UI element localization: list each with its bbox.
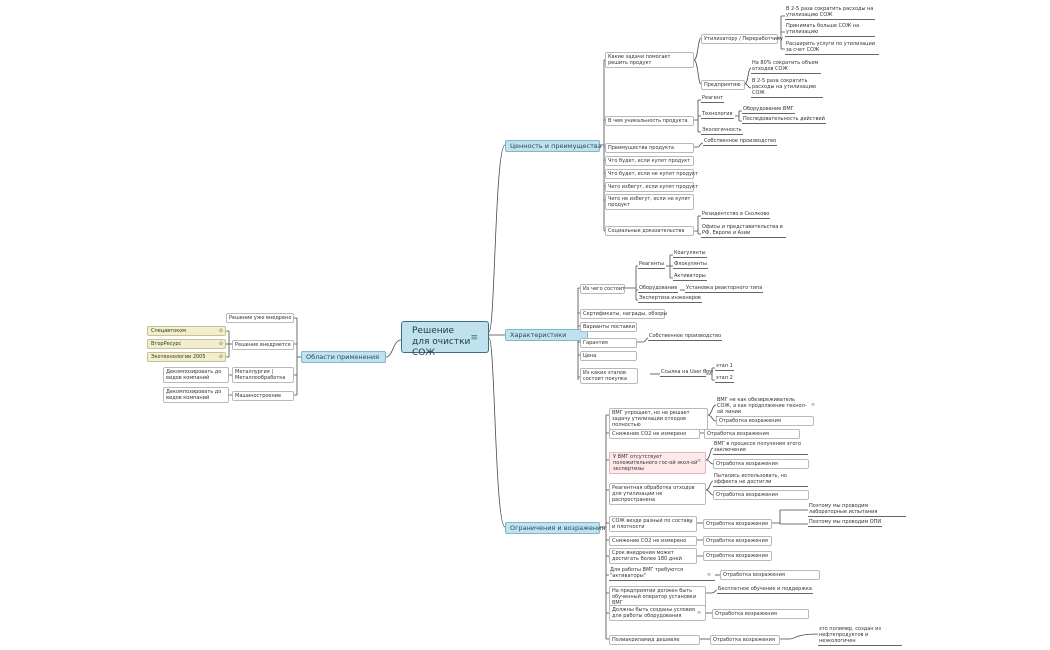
topic-avoid-if-buy[interactable]: Чего избегут, если купят продукт: [605, 182, 698, 192]
limit-6[interactable]: Снижение CO2 не измерено: [609, 536, 697, 546]
objection-5[interactable]: Отработка возражения: [703, 519, 772, 529]
topic-not-avoid[interactable]: Чего не избегут, если не купят продукт: [605, 194, 694, 210]
objection-4[interactable]: Отработка возражения: [713, 490, 809, 500]
topic-warranty[interactable]: Гарантия: [580, 338, 637, 348]
topic-if-not-buy[interactable]: Что будет, если не купят продукт: [605, 169, 698, 179]
objection-10[interactable]: Отработка возражения: [712, 609, 809, 619]
topic-metallurgy[interactable]: Металлургия | Металлообработка: [232, 367, 294, 383]
company-spetsavtokom[interactable]: Спецавтоком ⊘: [147, 326, 226, 336]
company-label: Спецавтоком: [151, 328, 187, 334]
note-icon[interactable]: ≡: [697, 610, 702, 616]
topic-implemented[interactable]: Решение уже внедрено: [226, 313, 294, 323]
topic-uniqueness[interactable]: В чем уникальность продукта: [605, 116, 694, 126]
topic-coagulants[interactable]: Коагулянты: [673, 250, 707, 258]
topic-enterprise-1[interactable]: На 80% сократить объем отходов СОЖ: [751, 60, 821, 74]
topic-equipment-vmg[interactable]: Оборудование ВМГ: [742, 106, 795, 114]
limit-7[interactable]: Срок внедрения может достигать более 180…: [609, 548, 697, 564]
topic-utilizer-2[interactable]: Принимать больше СОЖ на утилизацию: [785, 23, 875, 37]
limit-9-answer[interactable]: Бесплатное обучение и поддержка: [717, 586, 813, 594]
branch-applications[interactable]: Области применения: [301, 351, 386, 363]
link-icon[interactable]: ⊘: [218, 354, 223, 360]
limit-8[interactable]: Для работы ВМГ требуются "активаторы": [609, 567, 715, 581]
limit-4[interactable]: Реагентная обработка отходов для утилиза…: [609, 483, 706, 505]
limit-3[interactable]: У ВМГ отсутствует положительного гос-ой …: [609, 452, 706, 474]
topic-reactor[interactable]: Установка реакторного типа: [685, 285, 764, 293]
topic-utilizer-1[interactable]: В 2-5 раза сократить расходы на утилизац…: [785, 6, 875, 20]
topic-machine-building[interactable]: Машиностроение: [232, 391, 294, 401]
company-vtorresurs[interactable]: ВторРесурс ⊘: [147, 339, 226, 349]
central-topic[interactable]: Решение для очистки СОЖ ≡: [401, 321, 489, 358]
topic-advantages[interactable]: Преимущества продукта: [605, 143, 694, 153]
objection-11[interactable]: Отработка возражения: [710, 635, 780, 645]
link-icon[interactable]: ⊘: [218, 341, 223, 347]
note-icon[interactable]: ≡: [697, 458, 702, 464]
topic-skolkovo[interactable]: Резидентство в Сколково: [701, 211, 771, 219]
note-icon[interactable]: ≡: [689, 519, 694, 525]
topic-composition[interactable]: Из чего состоит: [580, 284, 625, 294]
topic-enterprise-2[interactable]: В 2-5 раза сократить расходы на утилизац…: [751, 78, 823, 98]
limit-5-answer-2[interactable]: Поэтому мы проводим ОПИ: [808, 519, 883, 527]
topic-delivery[interactable]: Варианты поставки: [580, 322, 637, 332]
limit-4-answer[interactable]: Пытались использовать, но эффекта не дос…: [713, 473, 808, 487]
limit-11-answer[interactable]: это полимер, создан из нефтепродуктов и …: [818, 626, 902, 646]
topic-purchase-stages[interactable]: Из каких этапов состоит покупка: [580, 368, 638, 384]
branch-limitations[interactable]: Ограничения и возражения: [505, 522, 605, 534]
note-icon[interactable]: ≡: [811, 402, 816, 408]
branch-characteristics[interactable]: Характеристики: [505, 329, 588, 341]
link-icon[interactable]: ⊘: [702, 369, 707, 375]
company-label: Экотехнологии 2005: [151, 354, 206, 360]
limit-5[interactable]: СОЖ везде разный по составу и плотности: [609, 516, 697, 532]
topic-utilizer[interactable]: Утилизатору / Переработчику: [701, 34, 783, 44]
objection-6[interactable]: Отработка возражения: [703, 536, 772, 546]
topic-certificates[interactable]: Сертификаты, награды, обзоры: [580, 309, 667, 319]
company-label: ВторРесурс: [151, 341, 182, 347]
topic-technology[interactable]: Технология: [701, 111, 734, 119]
objection-3[interactable]: Отработка возражения: [713, 459, 809, 469]
objection-8[interactable]: Отработка возражения: [720, 570, 820, 580]
topic-reagent[interactable]: Реагент: [701, 95, 725, 103]
topic-social-proof[interactable]: Социальные доказательства: [605, 226, 694, 236]
topic-ecology[interactable]: Экологичность: [701, 127, 743, 135]
limit-11[interactable]: Полиакриламид дешевле: [609, 635, 700, 645]
topic-offices[interactable]: Офисы и представительства в РФ, Европе и…: [701, 224, 786, 238]
userflow-label: Ссылка на User flow: [661, 369, 714, 375]
topic-own-production[interactable]: Собственное производство: [703, 138, 778, 146]
limit-10[interactable]: Должны быть созданы условия для работы о…: [609, 605, 706, 621]
topic-stage-2[interactable]: этап 2: [715, 375, 734, 383]
objection-1[interactable]: Отработка возражения: [716, 416, 814, 426]
decompose-1[interactable]: Декомпозировать до видов компаний: [163, 367, 229, 383]
topic-userflow-link[interactable]: Ссылка на User flow ⊘: [660, 369, 713, 377]
topic-activators[interactable]: Активаторы: [673, 273, 707, 281]
topic-own-production-2[interactable]: Собственное производство: [648, 333, 723, 341]
topic-sequence[interactable]: Последовательность действий: [742, 116, 826, 124]
topic-implementing[interactable]: Решение внедряется: [232, 340, 294, 350]
topic-reagents[interactable]: Реагенты: [638, 261, 665, 269]
topic-flocculants[interactable]: Флокулянты: [673, 261, 708, 269]
topic-price[interactable]: Цена: [580, 351, 637, 361]
topic-enterprise[interactable]: Предприятию: [701, 80, 745, 90]
topic-if-buy[interactable]: Что будет, если купят продукт: [605, 156, 694, 166]
limit-9[interactable]: На предприятии должен быть обученный опе…: [609, 586, 706, 608]
topic-stage-1[interactable]: этап 1: [715, 363, 734, 371]
branch-value[interactable]: Ценность и преимущества: [505, 140, 602, 152]
limit-5-answer-1[interactable]: Поэтому мы проводим лабораторные испытан…: [808, 503, 906, 517]
limit-2[interactable]: Снижение CO2 не измерено: [609, 429, 700, 439]
decompose-2[interactable]: Декомпозировать до видов компаний: [163, 387, 229, 403]
central-topic-label: Решение для очистки СОЖ: [412, 326, 471, 358]
link-icon[interactable]: ⊘: [218, 328, 223, 334]
topic-utilizer-3[interactable]: Расширить услуги по утилизации за счет С…: [785, 41, 879, 55]
topic-tasks[interactable]: Какие задачи помогает решить продукт: [605, 52, 694, 68]
limit-3-answer[interactable]: ВМГ в процессе получения этого заключени…: [713, 441, 808, 455]
topic-expertise[interactable]: Экспертиза инженеров: [638, 295, 702, 303]
objection-7[interactable]: Отработка возражения: [703, 551, 772, 561]
note-icon[interactable]: ≡: [707, 572, 712, 578]
objection-2[interactable]: Отработка возражения: [704, 429, 800, 439]
limit-1-answer[interactable]: ВМГ не как обезвреживатель СОЖ, а как пр…: [716, 397, 808, 417]
limit-1[interactable]: ВМГ упрощает, но не решает задачу утилиз…: [609, 408, 708, 430]
topic-equipment[interactable]: Оборудование: [638, 285, 679, 293]
company-ekotekhnologii[interactable]: Экотехнологии 2005 ⊘: [147, 352, 226, 362]
note-icon[interactable]: ≡: [470, 333, 478, 343]
